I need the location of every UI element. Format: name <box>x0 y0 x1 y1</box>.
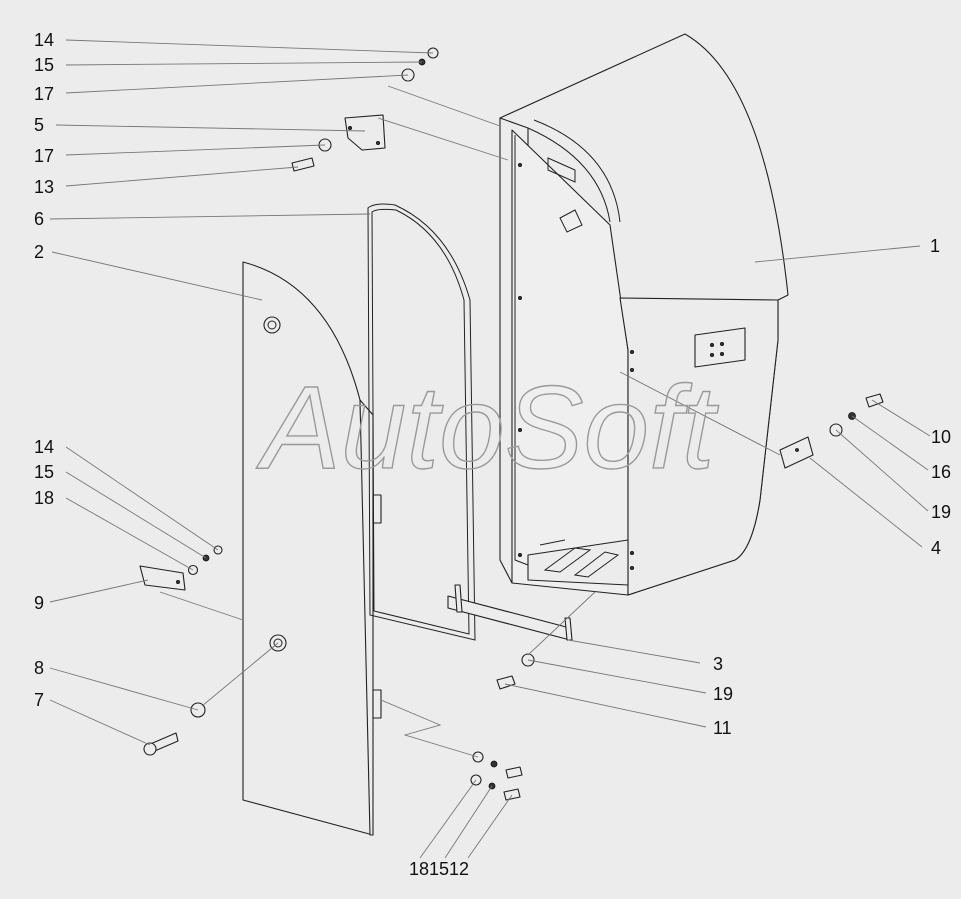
seal-frame-part-6 <box>367 203 476 641</box>
label-1: 1 <box>930 236 940 256</box>
label-14-left: 14 <box>34 437 54 457</box>
label-10: 10 <box>931 427 951 447</box>
label-2: 2 <box>34 242 44 262</box>
label-19-bottom: 19 <box>713 684 733 704</box>
label-11: 11 <box>713 718 732 738</box>
label-18-left: 18 <box>34 488 54 508</box>
latch-part-9 <box>139 565 186 591</box>
label-17-middle: 17 <box>34 146 54 166</box>
leader-lines <box>49 39 931 859</box>
hinge-part-4 <box>779 436 814 469</box>
label-15-top: 15 <box>34 55 54 75</box>
label-19-right: 19 <box>931 502 951 522</box>
label-17-top: 17 <box>34 84 54 104</box>
label-16: 16 <box>931 462 951 482</box>
bracket-part-3 <box>447 584 573 641</box>
plate-part-5 <box>344 114 386 151</box>
label-13: 13 <box>34 177 54 197</box>
housing-part-1 <box>499 33 789 596</box>
part-labels: 14 15 17 5 17 13 6 2 1 14 15 18 9 8 7 10… <box>34 30 951 879</box>
label-7: 7 <box>34 690 44 710</box>
label-8: 8 <box>34 658 44 678</box>
label-5: 5 <box>34 115 44 135</box>
label-4: 4 <box>931 538 941 558</box>
label-15-left: 15 <box>34 462 54 482</box>
label-3: 3 <box>713 654 723 674</box>
label-9: 9 <box>34 593 44 613</box>
watermark: AutoSoft <box>256 362 719 494</box>
label-6: 6 <box>34 209 44 229</box>
door-panel-part-2 <box>242 261 382 836</box>
label-18-15-12: 181512 <box>409 859 469 879</box>
label-14-top: 14 <box>34 30 54 50</box>
